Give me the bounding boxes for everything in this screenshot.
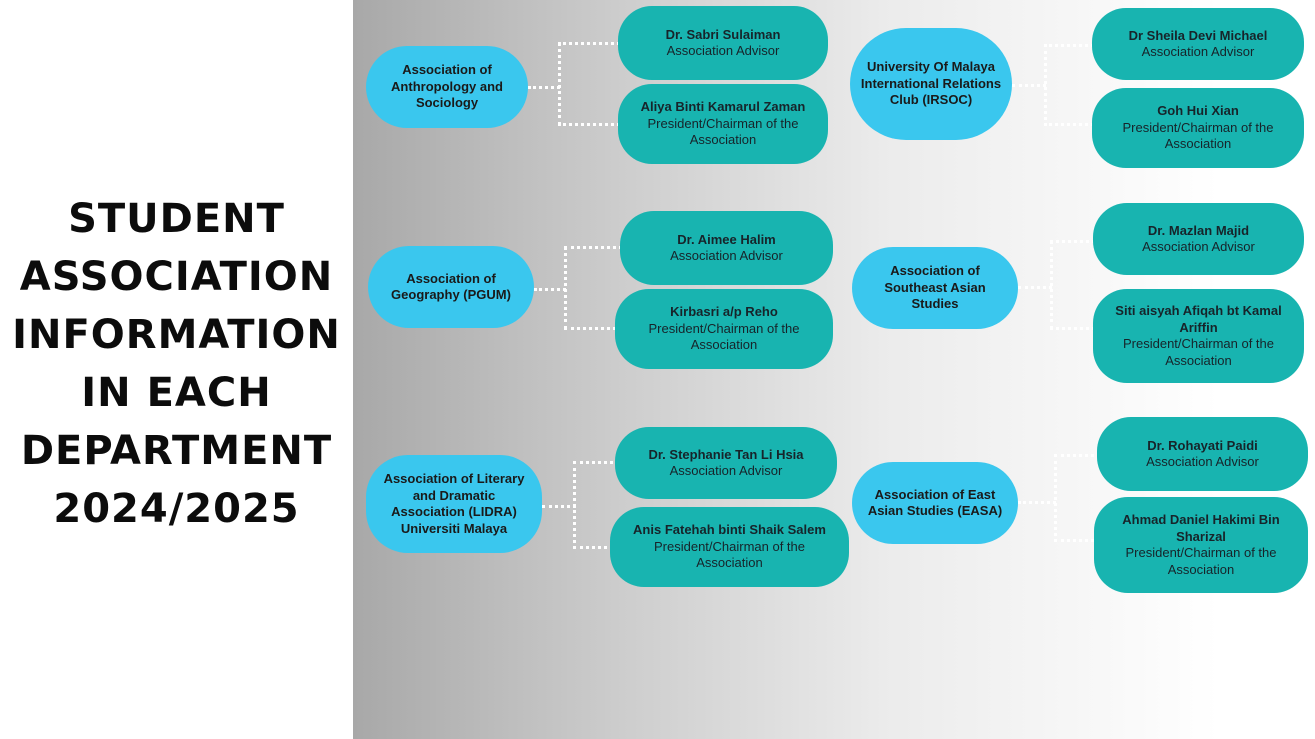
person-name: Dr. Sabri Sulaiman xyxy=(665,26,781,42)
person-name: Siti aisyah Afiqah bt Kamal Ariffin xyxy=(1115,303,1282,335)
title-line: INFORMATION xyxy=(12,312,341,358)
connector-bracket xyxy=(1044,44,1094,126)
president-node: Goh Hui Xian President/Chairman of the A… xyxy=(1092,88,1304,168)
person-name: Dr. Aimee Halim xyxy=(677,231,776,247)
association-node-anthropology-sociology: Association of Anthropology and Sociolog… xyxy=(366,46,528,128)
title-line: STUDENT xyxy=(68,196,285,242)
connector-stem xyxy=(1018,501,1056,504)
connector-bracket xyxy=(564,246,622,330)
connector-stem xyxy=(534,288,566,291)
connector-bracket xyxy=(1054,454,1100,542)
title-line: ASSOCIATION xyxy=(19,254,334,300)
person-role: Association Advisor xyxy=(669,463,783,478)
connector-stem xyxy=(1018,286,1052,289)
connector-bracket xyxy=(573,461,619,549)
person-name: Dr. Stephanie Tan Li Hsia xyxy=(648,446,804,462)
title-line: 2024/2025 xyxy=(53,486,300,532)
person-name: Anis Fatehah binti Shaik Salem xyxy=(633,522,826,538)
advisor-node: Dr. Sabri Sulaiman Association Advisor xyxy=(618,6,828,80)
person-name: Aliya Binti Kamarul Zaman xyxy=(640,99,806,115)
advisor-node: Dr. Rohayati Paidi Association Advisor xyxy=(1097,417,1308,491)
president-node: Ahmad Daniel Hakimi Bin Sharizal Preside… xyxy=(1094,497,1308,593)
person-name: Goh Hui Xian xyxy=(1157,103,1239,119)
person-role: Association Advisor xyxy=(1142,239,1255,254)
president-node: Anis Fatehah binti Shaik Salem President… xyxy=(610,507,849,587)
association-node-lidra: Association of Literary and Dramatic Ass… xyxy=(366,455,542,553)
connector-stem xyxy=(542,505,576,508)
person-role: Association Advisor xyxy=(1141,44,1255,59)
person-role: President/Chairman of the Association xyxy=(647,115,799,148)
association-node-east-asian-studies: Association of East Asian Studies (EASA) xyxy=(852,462,1018,544)
connector-bracket xyxy=(1050,240,1095,330)
advisor-node: Dr. Mazlan Majid Association Advisor xyxy=(1093,203,1304,275)
person-name: Dr Sheila Devi Michael xyxy=(1128,27,1268,43)
person-name: Ahmad Daniel Hakimi Bin Sharizal xyxy=(1122,512,1280,544)
person-name: Dr. Mazlan Majid xyxy=(1147,222,1250,238)
person-role: Association Advisor xyxy=(670,248,783,263)
connector-bracket xyxy=(558,42,620,126)
president-node: Aliya Binti Kamarul Zaman President/Chai… xyxy=(618,84,828,164)
association-node-irsoc: University Of Malaya International Relat… xyxy=(850,28,1012,140)
title-line: IN EACH xyxy=(81,370,272,416)
person-role: President/Chairman of the Association xyxy=(653,538,806,571)
advisor-node: Dr Sheila Devi Michael Association Advis… xyxy=(1092,8,1304,80)
person-role: Association Advisor xyxy=(666,43,780,58)
title-panel: STUDENT ASSOCIATION INFORMATION IN EACH … xyxy=(0,0,353,739)
title-line: DEPARTMENT xyxy=(20,428,333,474)
page-title: STUDENT ASSOCIATION INFORMATION IN EACH … xyxy=(0,190,353,538)
connector-stem xyxy=(1012,84,1046,87)
advisor-node: Dr. Aimee Halim Association Advisor xyxy=(620,211,833,285)
person-name: Dr. Rohayati Paidi xyxy=(1147,437,1258,453)
person-name: Kirbasri a/p Reho xyxy=(670,304,778,320)
person-role: President/Chairman of the Association xyxy=(1125,545,1277,577)
president-node: Kirbasri a/p Reho President/Chairman of … xyxy=(615,289,833,369)
person-role: President/Chairman of the Association xyxy=(1122,119,1274,152)
president-node: Siti aisyah Afiqah bt Kamal Ariffin Pres… xyxy=(1093,289,1304,383)
person-role: Association Advisor xyxy=(1146,454,1259,469)
person-role: President/Chairman of the Association xyxy=(648,320,800,353)
connector-stem xyxy=(528,86,560,89)
advisor-node: Dr. Stephanie Tan Li Hsia Association Ad… xyxy=(615,427,837,499)
person-role: President/Chairman of the Association xyxy=(1122,336,1275,368)
association-node-southeast-asian-studies: Association of Southeast Asian Studies xyxy=(852,247,1018,329)
association-node-geography: Association of Geography (PGUM) xyxy=(368,246,534,328)
